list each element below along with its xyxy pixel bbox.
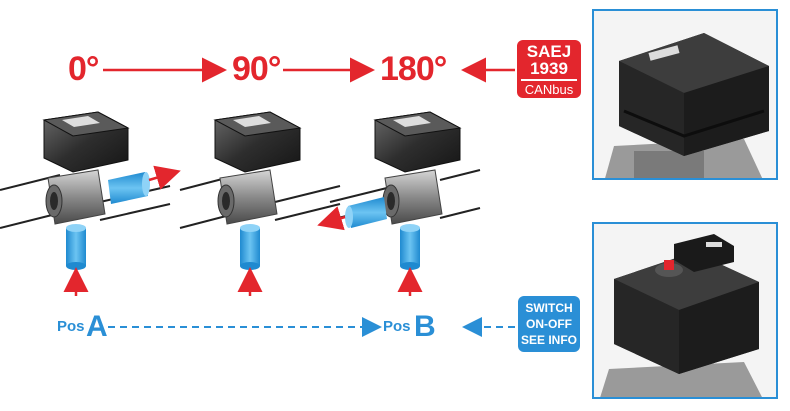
pos-a-letter: A	[86, 310, 108, 343]
switch-line2: ON-OFF	[526, 317, 572, 331]
angle-label-90: 90°	[232, 50, 281, 88]
badge-divider	[521, 79, 577, 81]
pos-b-letter: B	[414, 310, 436, 343]
pipe-vertical	[240, 228, 260, 266]
valve-assembly-0	[0, 111, 181, 296]
switch-info-badge: SWITCH ON-OFF SEE INFO	[518, 296, 580, 352]
pos-a-prefix: Pos	[57, 318, 85, 335]
saej-number: 1939	[530, 59, 568, 78]
actuator-photo-canbus	[592, 9, 778, 180]
flow-arrow-icon	[148, 165, 181, 190]
actuator-photo-switch	[592, 222, 778, 399]
canbus-label: CANbus	[524, 82, 574, 97]
switch-line3: SEE INFO	[520, 333, 577, 347]
pos-b-prefix: Pos	[383, 318, 411, 335]
pipe-vertical	[400, 228, 420, 266]
valve-assembly-90	[179, 111, 341, 296]
flow-arrow-icon	[317, 206, 346, 231]
pipe-vertical	[66, 228, 86, 266]
actuator-icon	[594, 11, 776, 178]
saej-canbus-badge: SAEJ 1939 CANbus	[517, 40, 581, 98]
angle-label-0: 0°	[68, 50, 100, 88]
actuator-icon	[594, 224, 776, 397]
valve-assembly-180	[317, 111, 481, 296]
switch-line1: SWITCH	[525, 301, 573, 315]
pipe-outlet	[348, 197, 387, 228]
saej-label: SAEJ	[526, 42, 572, 61]
pipe-outlet	[108, 172, 148, 204]
angle-label-180: 180°	[380, 50, 447, 88]
